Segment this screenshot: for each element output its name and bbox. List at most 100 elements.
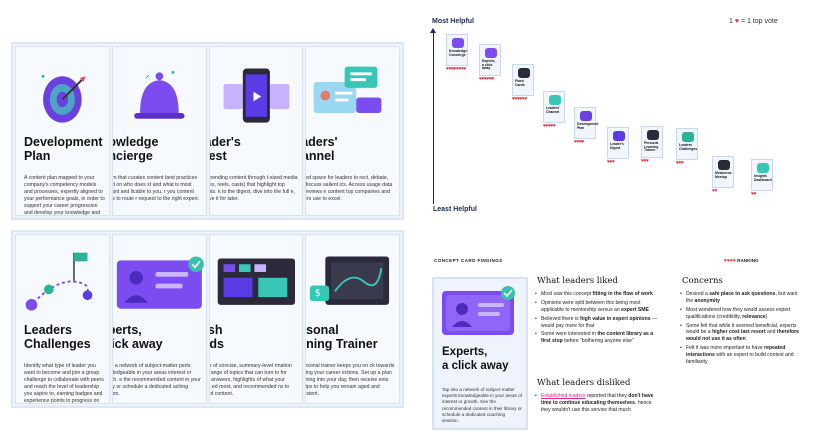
ranked-concept-card[interactable]: Metaverse Meetup [712, 156, 734, 188]
ranked-concept-card[interactable]: Flash Cards [512, 64, 534, 96]
concept-card[interactable]: xperts, click away o into a network of s… [111, 234, 207, 404]
concept-card-title: eader's igest [208, 135, 241, 164]
ranked-concept-card[interactable]: Development Plan [574, 107, 599, 139]
ranked-concept-name: Personal Learning Trainer [644, 141, 659, 153]
concept-card[interactable]: eaders' hannel dicated space for leaders… [305, 46, 400, 216]
ranked-concept-card[interactable]: Leaders Challenges [676, 128, 698, 160]
concept-card[interactable]: $ ersonal arning Trainer al personal tra… [305, 234, 400, 404]
concept-card-description: A content plan mapped to your company's … [24, 175, 105, 216]
liked-item: Opinions were split between this being m… [535, 300, 661, 314]
concept-thumbnail-icon [647, 130, 659, 140]
concept-card-title: ersonal arning Trainer [306, 323, 378, 352]
concern-item: Desired a safe place to ask questions, b… [680, 291, 800, 305]
concept-card[interactable]: eader's igest over trending content thro… [208, 46, 304, 216]
concern-item: Some felt that while it seemed beneficia… [680, 323, 800, 344]
concept-card[interactable]: Leaders Challenges Identify what type of… [15, 234, 110, 404]
ranked-concept-name: Leaders Challenges [679, 143, 698, 151]
concept-card-title: nowledge oncierge [113, 135, 159, 164]
concerns-list: Desired a safe place to ask questions, b… [680, 291, 800, 368]
ranked-concept-card[interactable]: Leaders' Channel [543, 91, 565, 123]
concept-card-description: Identify what type of leader you want to… [24, 363, 104, 404]
concept-card-title: Development Plan [24, 135, 103, 164]
vote-hearts: ♥♥♥♥♥♥ [512, 96, 527, 102]
ranked-concept-name: Flash Cards [515, 79, 525, 87]
finding-card-description: Tap into a network of subject-matter exp… [442, 387, 522, 423]
concept-card-description: dicated space for leaders to rect, debat… [305, 175, 393, 203]
concept-card-description: over trending content through t-sized me… [209, 175, 298, 203]
vote-hearts: ♥♥ [751, 191, 756, 197]
ranked-concept-name: Leader's Digest [610, 142, 624, 150]
ranking-hearts-icon: ♥♥♥♥ [724, 258, 736, 264]
vote-legend: 1 ♥ = 1 top vote [729, 18, 778, 25]
finding-card-title: Experts, a click away [442, 346, 509, 373]
concept-thumbnail-icon [518, 68, 530, 78]
concept-thumbnail-icon [485, 48, 497, 58]
concept-card-title: Leaders Challenges [24, 323, 91, 352]
concept-card-description: al personal trainer keeps you on ck towa… [305, 363, 395, 398]
ranking-legend: ♥♥♥♥ RANKING [724, 258, 759, 264]
vote-hearts: ♥♥♥ [641, 158, 649, 164]
concept-card-description: t bank of concise, summary-level rmation… [209, 363, 292, 398]
concern-item: Felt it was more important to have repea… [680, 345, 800, 366]
vote-hearts: ♥♥♥♥♥ [543, 123, 556, 129]
ranked-concept-name: Insights Dashboard [754, 174, 772, 182]
concern-item: Most wondered how they would assess expe… [680, 307, 800, 321]
liked-heading: What leaders liked [537, 276, 618, 286]
legend-text: = 1 top vote [740, 18, 778, 25]
concept-card[interactable]: nowledge oncierge latform that curates c… [111, 46, 207, 216]
ranked-concept-name: Experts, a click away [482, 59, 496, 71]
vote-hearts: ♥♥♥♥♥♥ [479, 76, 494, 82]
concept-card-title: eaders' hannel [306, 135, 338, 164]
concept-card-description: o into a network of subject-matter perts… [111, 363, 201, 398]
findings-header: CONCEPT CARD FINDINGS [434, 258, 503, 263]
least-helpful-label: Least Helpful [433, 206, 477, 213]
liked-item: Some were interested in the content libr… [535, 331, 661, 345]
concept-board-bottom: Leaders Challenges Identify what type of… [11, 230, 404, 408]
helpfulness-axis [433, 32, 434, 204]
concept-thumbnail-icon [452, 38, 464, 48]
bell-icon [113, 55, 206, 135]
disliked-item: Established leaders reported that they d… [535, 393, 661, 414]
ranked-concept-card[interactable]: Insights Dashboard [751, 159, 773, 191]
liked-item: Believed there is high value in expert o… [535, 316, 661, 330]
ranked-concept-card[interactable]: Personal Learning Trainer [641, 126, 663, 158]
ranked-concept-card[interactable]: Knowledge Concierge [446, 34, 468, 66]
vote-hearts: ♥♥♥ [607, 159, 615, 165]
heart-icon: ♥ [734, 18, 740, 25]
profile-card-icon [442, 286, 515, 335]
concept-card-title: lash ards [208, 323, 224, 352]
concept-thumbnail-icon [682, 132, 694, 142]
concept-thumbnail-icon [549, 95, 561, 105]
concerns-heading: Concerns [682, 276, 723, 286]
concept-card[interactable]: lash ards t bank of concise, summary-lev… [208, 234, 304, 404]
vote-hearts: ♥♥ [712, 188, 717, 194]
concept-card-description: latform that curates content best practi… [111, 175, 200, 203]
liked-list: Most saw this concept fitting in the flo… [535, 291, 661, 347]
ranked-concept-card[interactable]: Experts, a click away [479, 44, 501, 76]
concept-thumbnail-icon [757, 163, 769, 173]
ranking-label: RANKING [737, 258, 759, 263]
ranked-concept-name: Leaders' Channel [546, 106, 560, 114]
vote-hearts: ♥♥♥♥♥♥♥♥ [446, 66, 466, 72]
concept-card-title: xperts, click away [111, 323, 163, 352]
flag-icon [16, 243, 109, 323]
concept-card[interactable]: Development Plan A content plan mapped t… [15, 46, 110, 216]
vote-hearts: ♥♥♥♥ [574, 139, 584, 145]
concept-board-top: Development Plan A content plan mapped t… [11, 42, 404, 220]
ranked-concept-name: Development Plan [577, 122, 599, 130]
ranked-concept-name: Knowledge Concierge [449, 49, 468, 57]
target-icon [16, 55, 109, 135]
phone-icon [210, 55, 303, 135]
profile-card-icon [113, 243, 206, 323]
chat-icon [306, 55, 399, 135]
vote-hearts: ♥♥♥ [676, 160, 684, 166]
flash-cards-icon [210, 243, 303, 323]
legend-prefix: 1 [729, 18, 733, 25]
concept-thumbnail-icon [580, 111, 592, 121]
trainer-icon: $ [306, 243, 399, 323]
concept-thumbnail-icon [718, 160, 730, 170]
ranked-concept-card[interactable]: Leader's Digest [607, 127, 629, 159]
ranked-concept-name: Metaverse Meetup [715, 171, 732, 179]
disliked-list: Established leaders reported that they d… [535, 393, 661, 416]
most-helpful-label: Most Helpful [432, 18, 474, 25]
